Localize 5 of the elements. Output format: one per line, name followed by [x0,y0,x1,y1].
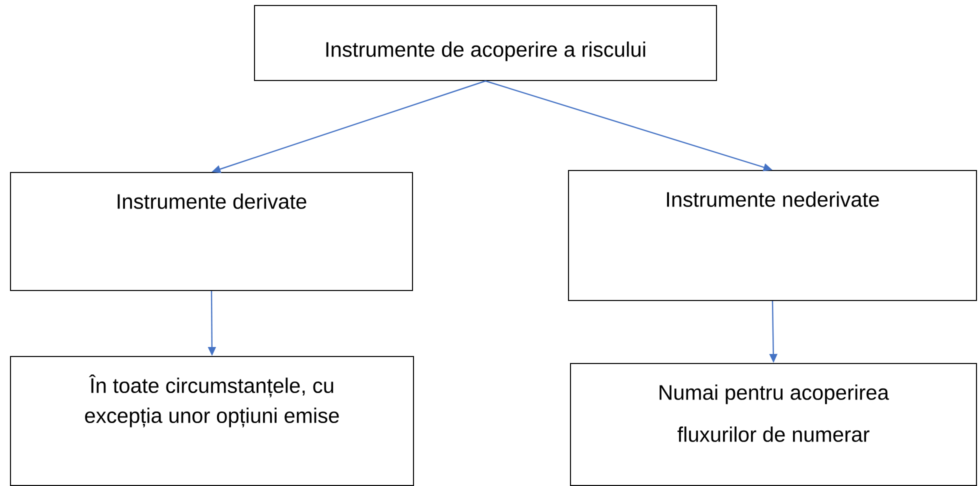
process-box: Instrumente derivate [10,172,413,291]
process-box: Instrumente de acoperire a riscului [254,5,717,81]
process-box: Numai pentru acoperirea fluxurilor de numerar [570,363,977,486]
process-box: În toate circumstanțele, cu excepția unor opțiuni emise [10,356,414,486]
process-box: Instrumente nederivate [568,170,977,301]
